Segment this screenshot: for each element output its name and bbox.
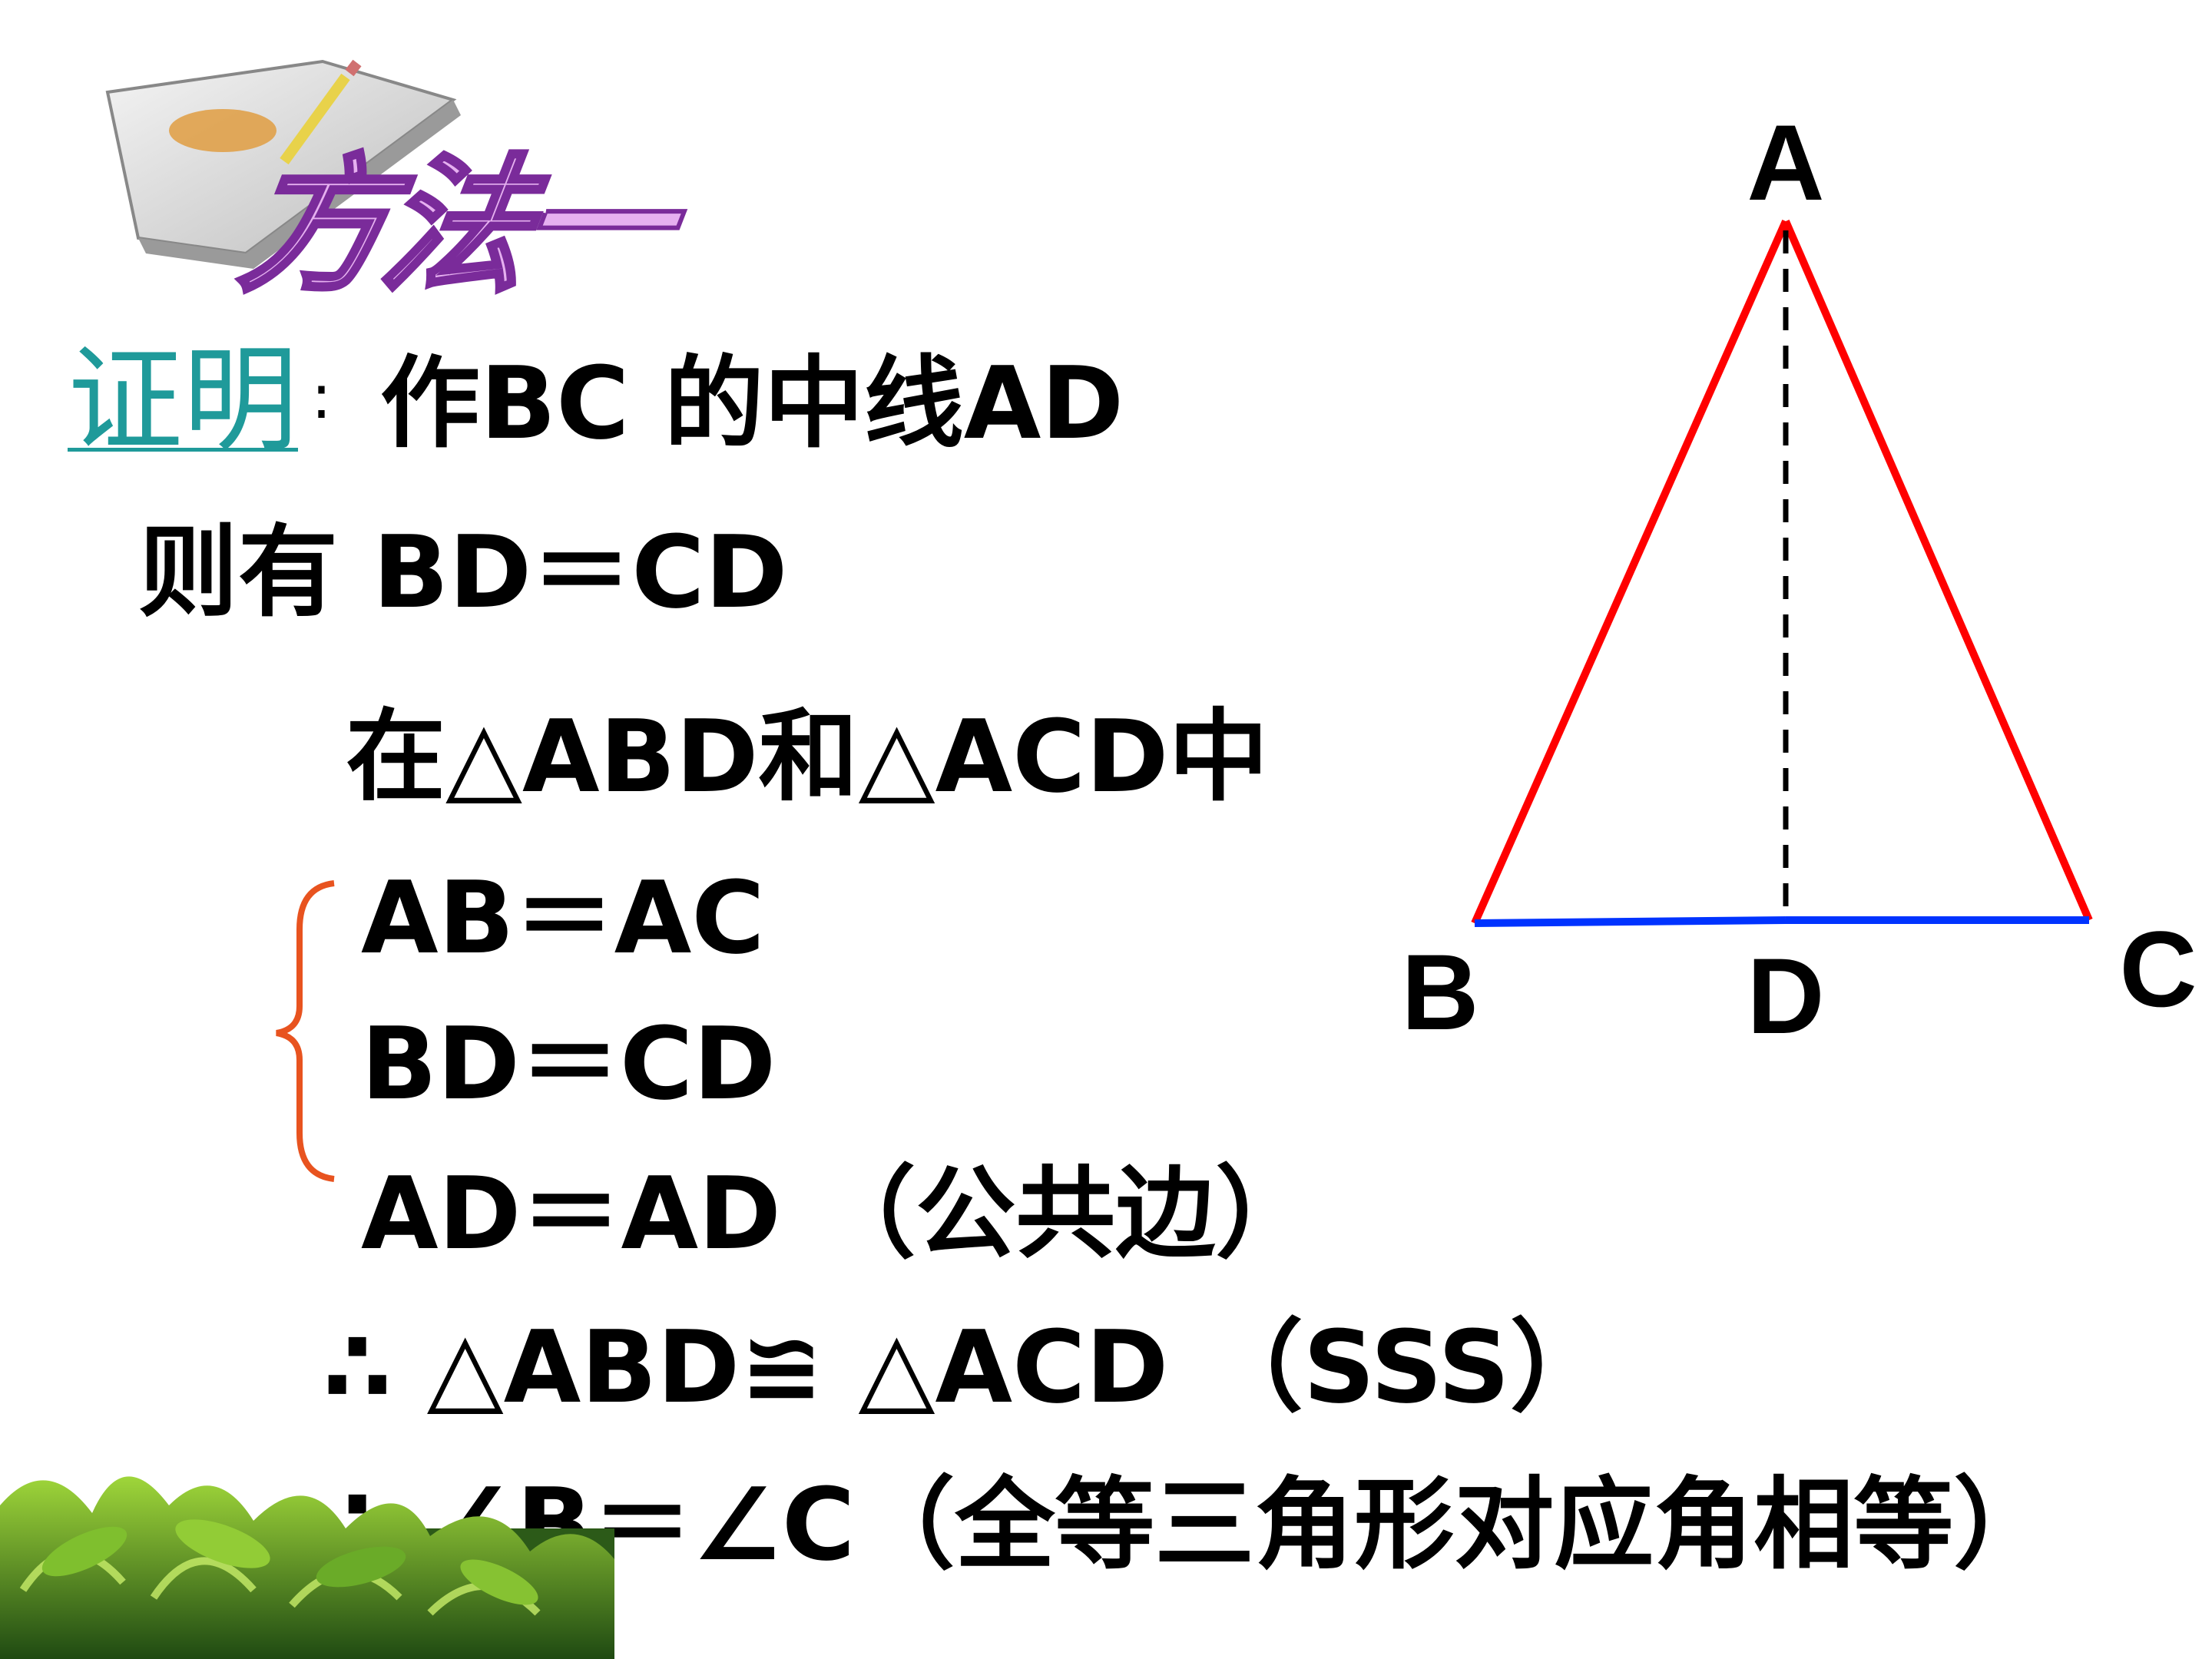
vertex-d: D	[1747, 935, 1824, 1056]
left-brace-icon	[276, 880, 335, 1182]
proof-colon: :	[311, 361, 332, 432]
proof-label[interactable]: 证明	[68, 334, 299, 468]
triangles-line: 在△ABD和△ACD中	[346, 698, 1269, 815]
condition-ab-ac: AB＝AC	[361, 859, 765, 976]
segment-bd	[1474, 916, 1786, 927]
condition-ad-ad: AD＝AD （公共边）	[361, 1155, 1316, 1272]
side-ab	[1471, 219, 1790, 926]
vertex-c: C	[2119, 909, 2197, 1029]
side-ac	[1782, 220, 2093, 922]
plant-decoration-icon	[0, 1476, 614, 1659]
vertex-a: A	[1747, 102, 1824, 223]
notebook-icon	[105, 59, 461, 269]
condition-bd-cd: BD＝CD	[361, 1005, 777, 1122]
triangle-figure: A B D C	[1401, 102, 2197, 1056]
page-title: 方法一	[230, 137, 677, 313]
vertex-b: B	[1401, 932, 1479, 1052]
then-line: 则有 BD＝CD	[138, 514, 788, 631]
construct-line: 作BC 的中线AD	[380, 345, 1124, 462]
heading-logo: 方法一	[92, 46, 677, 313]
congruence-line: ∴ △ABD≌ △ACD （SSS）	[323, 1309, 1610, 1426]
